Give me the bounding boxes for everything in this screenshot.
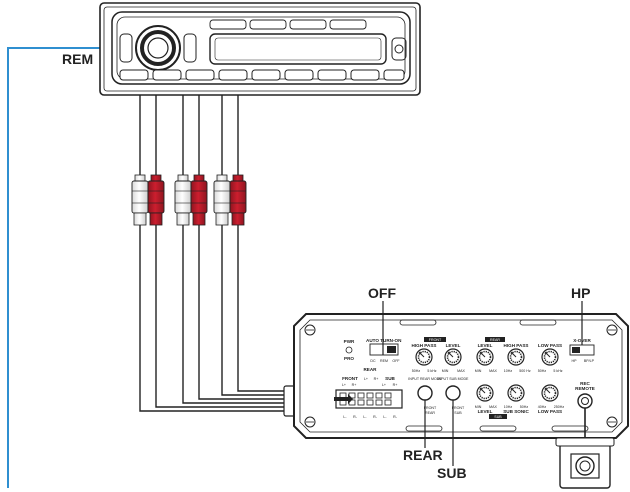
callout-rem: REM [62,51,93,67]
rear-low-pass-knob-icon[interactable] [541,348,559,366]
input-sub-label: SUB [385,376,395,381]
sub-level-label: LEVEL [478,409,493,414]
rear-low-pass-label: LOW PASS [538,343,562,348]
rec-remote-label-1: REC [580,381,590,386]
rca-cables-upper [139,95,239,175]
rear-level-knob-icon[interactable] [476,348,494,366]
sub-low-pass-knob-icon[interactable] [541,384,559,402]
input-terminal-block [334,389,403,409]
callout-sub: SUB [437,465,467,481]
front-high-pass-max: 5 kHz [427,369,436,373]
rca-red-plug-icon [229,174,247,226]
rear-low-pass-min: 50Hz [538,369,547,373]
front-high-pass-knob-icon[interactable] [415,348,433,366]
rear-level-label: LEVEL [478,343,493,348]
head-unit [99,2,421,96]
front-level-min: MIN [442,369,449,373]
callout-hp: HP [571,285,590,301]
front-level-max: MAX [457,369,465,373]
rear-high-pass-knob-icon[interactable] [507,348,525,366]
input-sub-mode-sub: SUB [454,411,462,415]
callout-off: OFF [368,285,396,301]
input-bottom-pin-5: L- [383,415,387,419]
rear-high-pass-min: 10Hz [504,369,513,373]
rear-low-pass-max: 5 kHz [553,369,562,373]
input-sub-mode-front: FRONT [452,406,465,410]
input-rear-label: REAR [363,367,377,372]
remote-wire [7,47,104,488]
input-rear-mode-front: FRONT [424,406,437,410]
pro-label: PRO [344,356,354,361]
front-high-pass-min: 50Hz [412,369,421,373]
rca-white-plug-icon [131,174,149,226]
rca-plug-pair-front [131,174,165,226]
auto-turn-on-option-dc: DC [370,359,376,363]
sub-low-pass-max: 250Hz [554,405,565,409]
sub-level-max: MAX [489,405,497,409]
front-high-pass-label: HIGH PASS [412,343,437,348]
rear-high-pass-label: HIGH PASS [504,343,529,348]
input-bottom-pin-4: R- [373,415,378,419]
sub-low-pass-min: 40Hz [538,405,547,409]
input-rear-pin-l: L+ [364,377,368,381]
remote-knob-icon[interactable] [575,456,595,476]
sub-level-knob-icon[interactable] [476,384,494,402]
sub-sonic-min: 10Hz [504,405,513,409]
sub-badge: SUB [494,415,502,419]
auto-turn-on-option-rem: REM [380,359,388,363]
rec-remote-label-2: REMOTE [575,386,595,391]
input-front-pin-l: L+ [342,383,346,387]
xover-option-hp: HP [572,359,578,363]
amplifier: PWR PRO AUTO TURN-ON DC REM OFF FRONT HI… [293,301,629,466]
input-rear-mode-rear: REAR [425,411,435,415]
rear-high-pass-max: 500 Hz [519,369,531,373]
rca-white-plug-icon [174,174,192,226]
input-bottom-pin-1: L- [343,415,347,419]
auto-turn-on-label: AUTO TURN-ON [366,338,402,343]
input-rear-mode-switch-icon[interactable] [417,385,433,401]
input-arrow-icon [334,394,353,404]
input-bottom-pin-2: R- [353,415,358,419]
front-level-knob-icon[interactable] [444,348,462,366]
sub-sonic-label: SUB SONIC [503,409,529,414]
head-unit-display [209,33,387,65]
rear-badge: REAR [490,338,500,342]
input-sub-pin-l: L+ [382,383,386,387]
remote-bass-knob [555,408,615,489]
auto-turn-on-switch[interactable] [369,343,399,356]
rec-remote-port-icon[interactable] [577,393,593,409]
rca-cables-lower [139,225,284,412]
sub-low-pass-label: LOW PASS [538,409,562,414]
rca-red-plug-icon [147,174,165,226]
input-sub-mode-label: INPUT SUB MODE [438,377,469,381]
input-sub-mode-switch-icon[interactable] [445,385,461,401]
sub-sonic-knob-icon[interactable] [507,384,525,402]
sub-sonic-max: 50Hz [520,405,529,409]
auto-turn-on-option-off: OFF [392,359,400,363]
callout-rear: REAR [403,447,443,463]
input-front-pin-r: R+ [352,383,357,387]
input-rear-mode-label: INPUT REAR MODE [408,377,442,381]
rca-white-plug-icon [213,174,231,226]
input-front-label: FRONT [342,376,358,381]
front-badge: FRONT [429,338,442,342]
input-bottom-pin-3: L- [363,415,367,419]
rear-level-max: MAX [489,369,497,373]
pwr-label: PWR [344,339,355,344]
rear-level-min: MIN [475,369,482,373]
input-sub-pin-r: R+ [393,383,398,387]
rca-red-plug-icon [190,174,208,226]
input-bottom-pin-6: R- [393,415,398,419]
front-level-label: LEVEL [446,343,461,348]
sub-level-min: MIN [475,405,482,409]
rca-plug-pair-rear [174,174,208,226]
rca-plug-pair-sub [213,174,247,226]
preset-buttons [119,69,405,81]
input-rear-pin-r: R+ [374,377,379,381]
pwr-led-icon [345,346,353,354]
xover-option-bplp: BP/LP [584,359,595,363]
